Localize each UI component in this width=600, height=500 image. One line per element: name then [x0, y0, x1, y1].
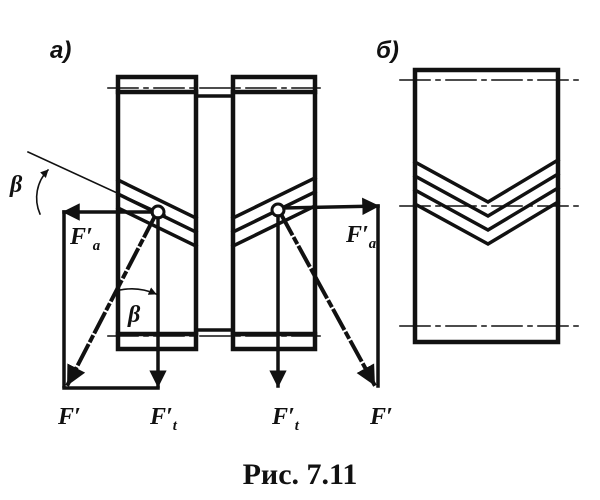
panel-b-label: б) — [376, 37, 399, 64]
tangential-force-label-right: F′t — [271, 404, 300, 434]
tangential-force-label-left: F′t — [149, 404, 178, 434]
axial-force-label-right: F′a — [345, 222, 377, 252]
beta-label-left: β — [9, 172, 23, 198]
resultant-force-label-right: F′ — [369, 404, 393, 430]
beta-label-bottom: β — [127, 302, 141, 328]
axial-force-label-left: F′a — [69, 224, 101, 254]
beta-arc-bottom — [119, 287, 158, 296]
beta-arc-left — [35, 168, 50, 216]
right-gear-half — [230, 74, 318, 352]
figure-caption: Рис. 7.11 — [243, 458, 358, 491]
resultant-force-label-left: F′ — [57, 404, 81, 430]
left-force-system — [62, 203, 167, 390]
axial-force-right-arrow — [282, 197, 380, 216]
herringbone-gear-view — [399, 67, 579, 345]
resultant-force-right-arrow — [279, 213, 377, 387]
right-force-system — [269, 197, 380, 388]
hub-connection — [194, 94, 235, 332]
helix-angle-line — [26, 150, 167, 217]
panel-a-label: а) — [50, 37, 71, 64]
resultant-force-left-arrow — [65, 215, 157, 387]
